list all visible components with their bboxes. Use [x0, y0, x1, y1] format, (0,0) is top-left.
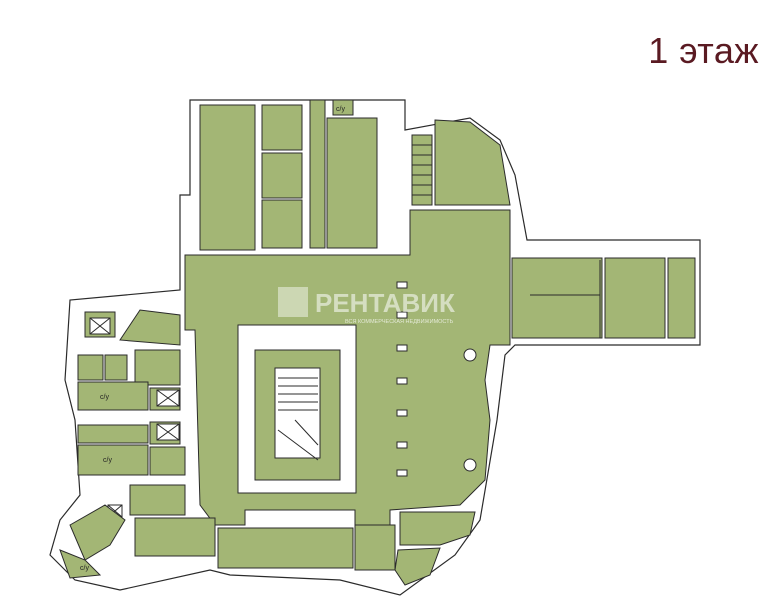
room	[104, 354, 128, 381]
stairwell	[274, 367, 321, 459]
room	[511, 257, 603, 339]
room	[77, 381, 149, 411]
room	[77, 354, 104, 381]
staircase	[412, 144, 432, 196]
wc-label: с/у	[80, 565, 89, 572]
room	[667, 257, 696, 339]
room	[399, 511, 476, 546]
room	[354, 524, 396, 571]
room	[261, 199, 303, 249]
room	[199, 104, 256, 251]
room	[326, 117, 378, 249]
columns	[396, 281, 477, 477]
room	[261, 104, 303, 151]
wc-label: с/у	[100, 394, 109, 401]
room	[261, 152, 303, 199]
room	[134, 349, 181, 386]
watermark-brand: РЕНТАВИК	[315, 288, 455, 318]
room	[411, 134, 433, 206]
room	[217, 527, 354, 569]
room	[59, 549, 102, 579]
wc-label: с/у	[336, 106, 345, 113]
room	[309, 99, 326, 249]
wc-label: с/у	[103, 457, 112, 464]
floor-title: 1 этаж	[648, 30, 759, 71]
room	[149, 446, 186, 476]
room	[129, 484, 186, 516]
atrium-staircase	[277, 377, 319, 461]
room	[77, 424, 149, 444]
room	[134, 517, 216, 557]
room	[604, 257, 666, 339]
room	[119, 309, 181, 346]
room	[69, 504, 126, 561]
room	[434, 119, 511, 206]
watermark-tagline: ВСЯ КОММЕРЧЕСКАЯ НЕДВИЖИМОСТЬ	[345, 319, 454, 325]
room	[394, 547, 441, 586]
room	[77, 444, 149, 476]
room	[332, 99, 354, 116]
watermark: РЕНТАВИК ВСЯ КОММЕРЧЕСКАЯ НЕДВИЖИМОСТЬ	[278, 287, 455, 325]
shafts	[89, 317, 180, 518]
